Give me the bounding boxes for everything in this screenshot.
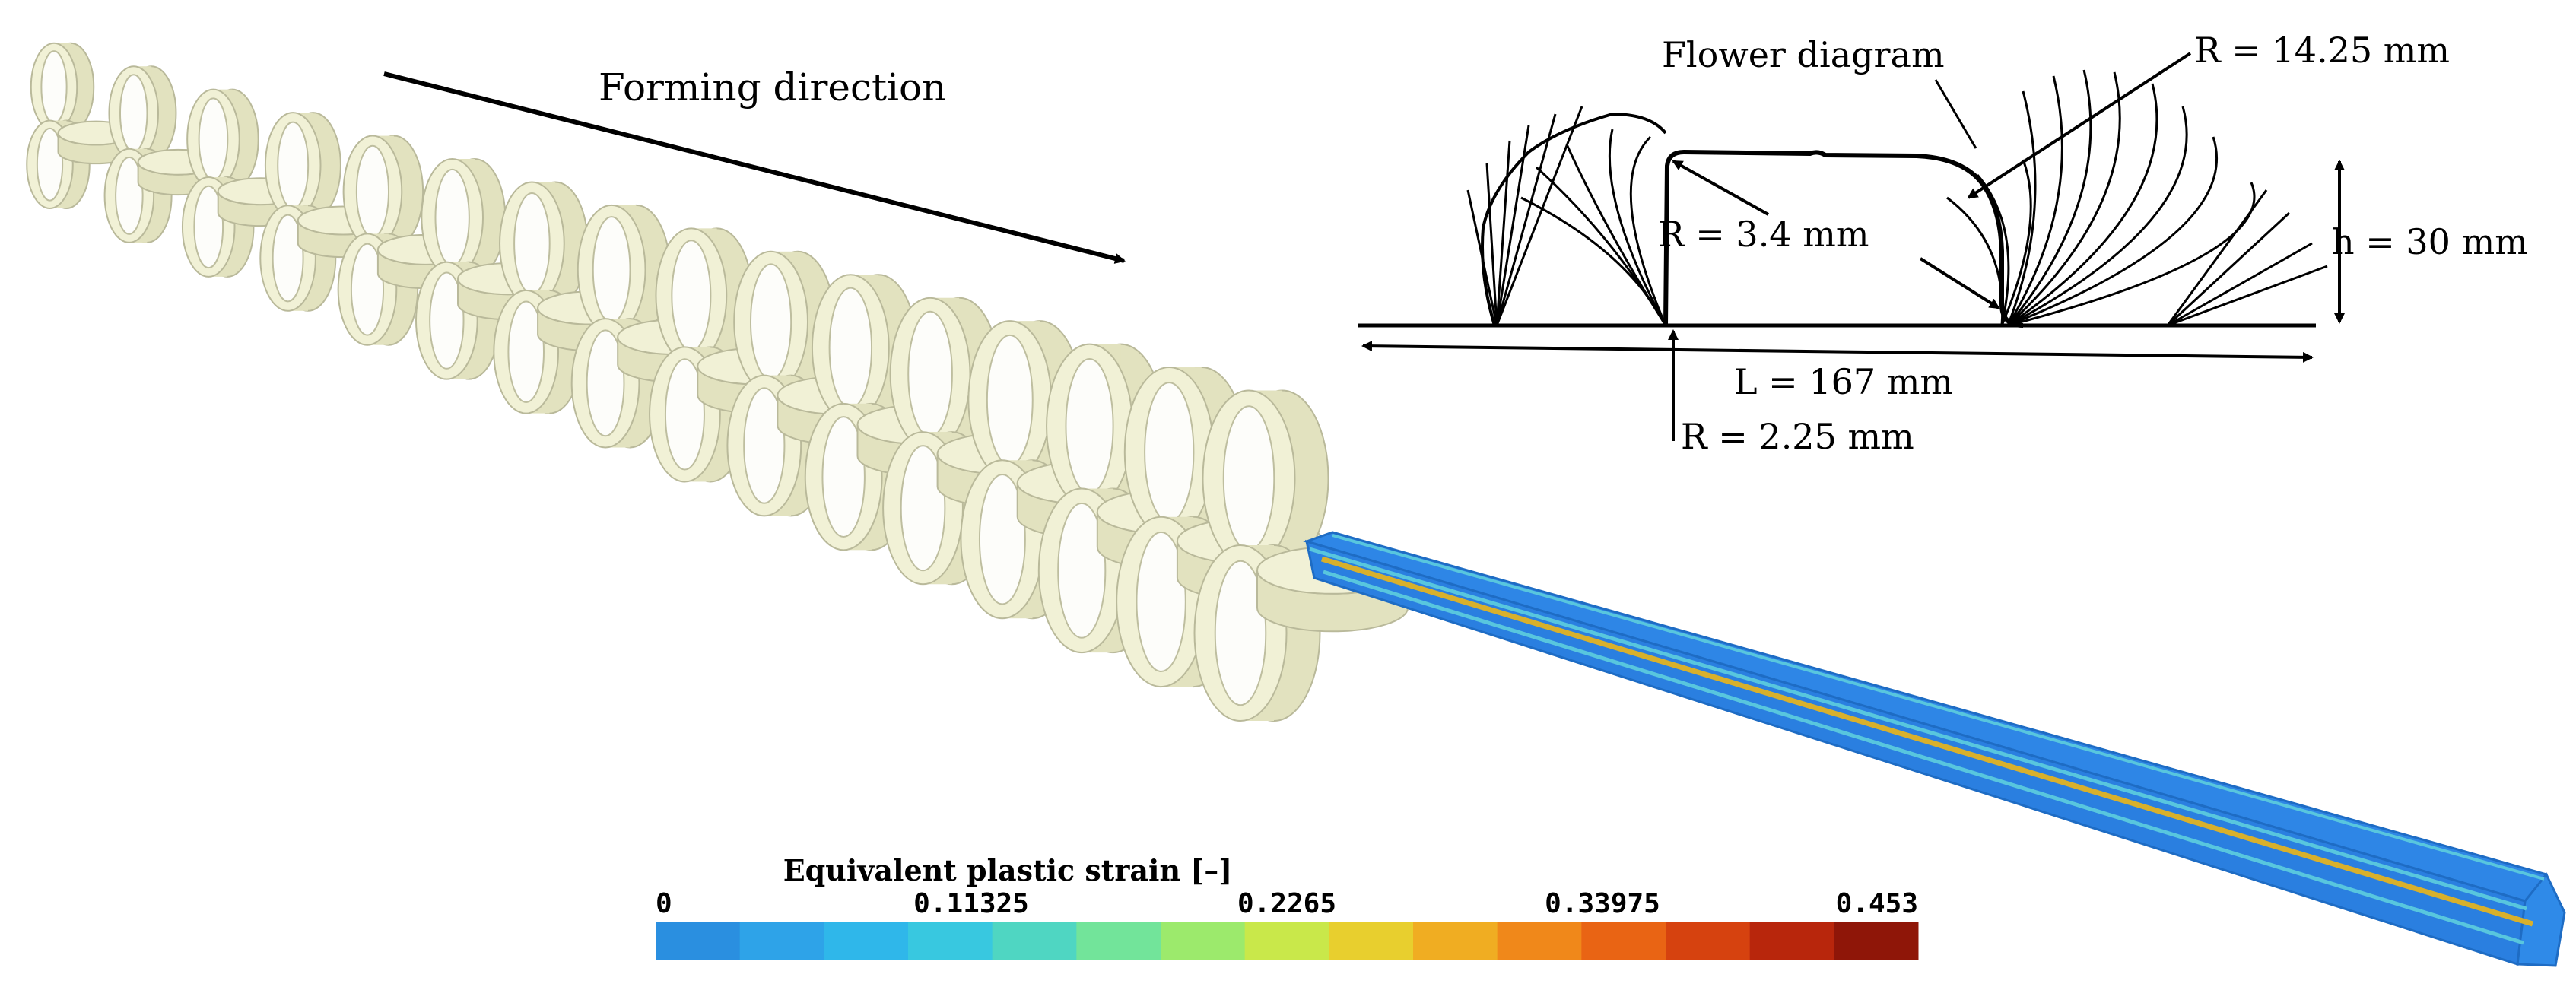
flower-step-curve: [2007, 106, 2188, 327]
radius-top-right-leader: [1967, 52, 2192, 199]
forming-roll-upright: [967, 320, 1082, 481]
colorbar-cell: [1581, 922, 1666, 960]
colorbar-tick-label: 0.33975: [1545, 888, 1660, 919]
flower-step-curve: [1565, 144, 1667, 326]
colorbar-cell: [1666, 922, 1751, 960]
forming-direction-label: Forming direction: [599, 65, 946, 109]
length-dimension-arrow: [1361, 341, 2314, 363]
flower-step-curve: [2006, 71, 2121, 327]
forming-roll-upright: [1202, 389, 1329, 567]
flower-step-line: [2167, 265, 2328, 327]
colorbar-cell: [1749, 922, 1834, 960]
forming-roll-upright: [186, 88, 259, 190]
formed-strip-profile: [1303, 531, 2566, 967]
forming-roll-upright: [259, 205, 337, 312]
forming-direction-group: Forming direction: [383, 65, 1126, 264]
colorbar-tick-label: 0: [656, 888, 672, 919]
colorbar-cell: [992, 922, 1077, 960]
colorbar-cell: [1497, 922, 1582, 960]
length-label: L = 167 mm: [1734, 361, 1953, 402]
flower-step-curve: [2006, 69, 2092, 326]
flower-step-line: [1495, 113, 1557, 326]
forming-roll-upright: [493, 289, 583, 414]
colorbar-cell: [1413, 922, 1498, 960]
flower-diagram: h = 30 mm L = 167 mm Flower diagram R = …: [1358, 30, 2528, 457]
colorbar-cell: [1244, 922, 1329, 960]
flower-step-curve: [1629, 135, 1667, 326]
colorbar-cell: [656, 922, 741, 960]
flower-step-curve: [1535, 166, 1667, 326]
radius-inner-leader-left: [1672, 160, 1769, 216]
flower-step-curve: [1608, 129, 1667, 326]
forming-roll-upright: [1123, 367, 1247, 538]
flower-step-curve: [2006, 90, 2037, 326]
radius-top-right-label: R = 14.25 mm: [2194, 30, 2450, 71]
radius-inner-leader-right: [1919, 257, 2000, 309]
flower-step-curve: [2007, 182, 2256, 327]
forming-direction-arrow: [383, 71, 1126, 264]
forming-roll-upright: [264, 112, 341, 219]
colorbar-cell: [908, 922, 993, 960]
forming-roll-upright: [30, 42, 95, 132]
flower-step-curve: [2000, 159, 2032, 326]
colorbar-cell: [1834, 922, 1919, 960]
colorbar-cell: [1161, 922, 1246, 960]
flower-step-line: [2167, 242, 2313, 327]
forming-roll-upright: [108, 65, 177, 161]
flower-step-curve: [2007, 136, 2218, 327]
forming-roll-upright: [577, 204, 671, 335]
colorbar-ticks: 0 0.11325 0.2265 0.33975 0.453: [656, 888, 1918, 919]
roll-forming-stations: [26, 42, 1409, 722]
flower-step-curve: [1481, 112, 1667, 326]
radius-bottom-label: R = 2.25 mm: [1681, 416, 1914, 457]
forming-roll-upright: [421, 158, 507, 277]
strip-top-face: [1303, 531, 2549, 903]
strip-edge-line-lower: [1323, 570, 2524, 945]
flower-step-curve: [2006, 75, 2063, 326]
colorbar-cell: [739, 922, 824, 960]
flower-step-line: [1495, 140, 1511, 326]
flower-step-line: [2166, 189, 2268, 326]
strip-edge-line-top: [1332, 534, 2545, 881]
flower-step-line: [1495, 106, 1583, 326]
radius-inner-label: R = 3.4 mm: [1658, 214, 1869, 255]
colorbar-cell: [1329, 922, 1414, 960]
strip-edge-line-upper: [1309, 547, 2527, 911]
flower-step-curve: [2007, 83, 2158, 327]
flower-step-line: [1485, 163, 1498, 326]
height-label: h = 30 mm: [2332, 221, 2528, 262]
flower-diagram-label: Flower diagram: [1662, 34, 1945, 75]
flower-forming-steps: [1466, 69, 2328, 327]
colorbar-title: Equivalent plastic strain [–]: [783, 853, 1233, 887]
final-profile: [1663, 149, 2024, 328]
colorbar-tick-label: 0.453: [1836, 888, 1918, 919]
colorbar-tick-label: 0.2265: [1237, 888, 1336, 919]
forming-roll-upright: [733, 250, 836, 393]
strain-colorbar: Equivalent plastic strain [–] 0 0.11325 0.…: [656, 853, 1919, 960]
forming-roll-upright: [499, 181, 589, 306]
colorbar-cell: [1076, 922, 1161, 960]
flower-diagram-leader: [1934, 79, 1977, 149]
flower-step-line: [2166, 211, 2291, 327]
colorbar-tick-label: 0.11325: [913, 888, 1029, 919]
forming-roll-upright: [342, 135, 424, 248]
flower-step-curve: [1520, 196, 1667, 326]
colorbar-cells: [656, 922, 1919, 960]
colorbar-cell: [824, 922, 909, 960]
strip-center-line: [1320, 556, 2534, 927]
